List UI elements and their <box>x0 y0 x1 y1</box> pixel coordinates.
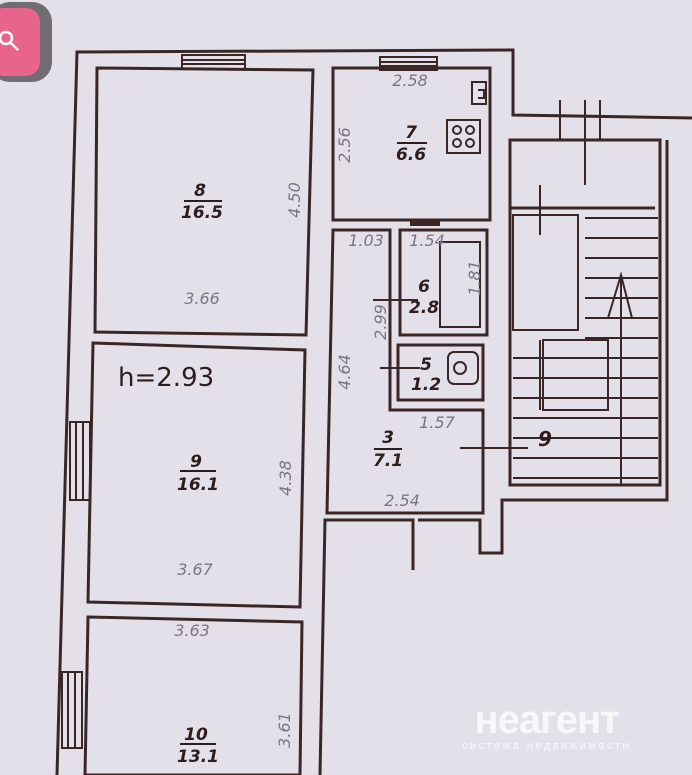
room-9-dim: 4.38 <box>276 460 295 496</box>
room-10 <box>83 615 304 775</box>
stair-label: 9 <box>538 427 552 451</box>
room-10-area: 13.1 <box>177 747 219 767</box>
room-3-number: 3 <box>382 428 394 448</box>
room-3-dim: 1.57 <box>419 413 455 432</box>
room-8-dim: 4.50 <box>285 182 304 218</box>
staircase <box>508 100 662 487</box>
room-8-dim: 3.66 <box>184 289 220 308</box>
room-5-number: 5 <box>420 355 432 375</box>
room-9-number: 9 <box>190 452 202 472</box>
window-room-10 <box>61 671 83 749</box>
room-5-area: 1.2 <box>411 375 441 395</box>
stove-icon <box>446 119 481 154</box>
room-3-dim: 2.54 <box>384 491 420 510</box>
room-7-dim: 2.58 <box>392 71 428 90</box>
room-9 <box>86 341 307 609</box>
room-3-area: 7.1 <box>373 451 403 471</box>
room-3-dim: 2.99 <box>371 304 390 340</box>
room-10-dim: 3.61 <box>275 712 294 748</box>
room-3-hall <box>325 228 485 515</box>
room-9-dim: 3.67 <box>177 560 213 579</box>
vent-icon <box>471 81 487 105</box>
watermark-tagline: система недвижимости <box>462 740 632 752</box>
room-7-area: 6.6 <box>396 145 426 165</box>
lower-area-wall <box>318 518 415 775</box>
outer-wall <box>55 48 692 775</box>
room-10-number: 10 <box>184 725 208 745</box>
room-6-number: 6 <box>418 277 430 297</box>
watermark: неагент система недвижимости <box>462 700 631 752</box>
room-6-bath <box>398 228 489 337</box>
window-kitchen <box>379 56 438 71</box>
bathtub-icon <box>439 241 481 328</box>
room-10-dim: 3.63 <box>174 621 210 640</box>
window-room-8 <box>181 54 246 70</box>
window-room-9 <box>69 421 91 501</box>
room-6-dim: 1.54 <box>409 231 445 250</box>
room-7-dim: 2.56 <box>335 127 354 163</box>
room-3-dim: 4.64 <box>335 354 354 390</box>
room-8-number: 8 <box>194 181 206 201</box>
room-6-area: 2.8 <box>409 298 439 318</box>
room-8 <box>93 66 315 337</box>
ceiling-height: h=2.93 <box>118 363 214 393</box>
room-7-number: 7 <box>405 123 417 143</box>
room-8-area: 16.5 <box>181 203 223 223</box>
zoom-search-button[interactable] <box>0 8 40 76</box>
room-6-dim: 1.81 <box>465 260 484 296</box>
room-3-dim: 1.03 <box>348 231 384 250</box>
magnifier-icon <box>0 30 19 51</box>
toilet-icon <box>447 351 479 385</box>
room-9-area: 16.1 <box>177 475 219 495</box>
room-5-wc <box>396 343 485 402</box>
watermark-logo: неагент <box>474 698 619 742</box>
